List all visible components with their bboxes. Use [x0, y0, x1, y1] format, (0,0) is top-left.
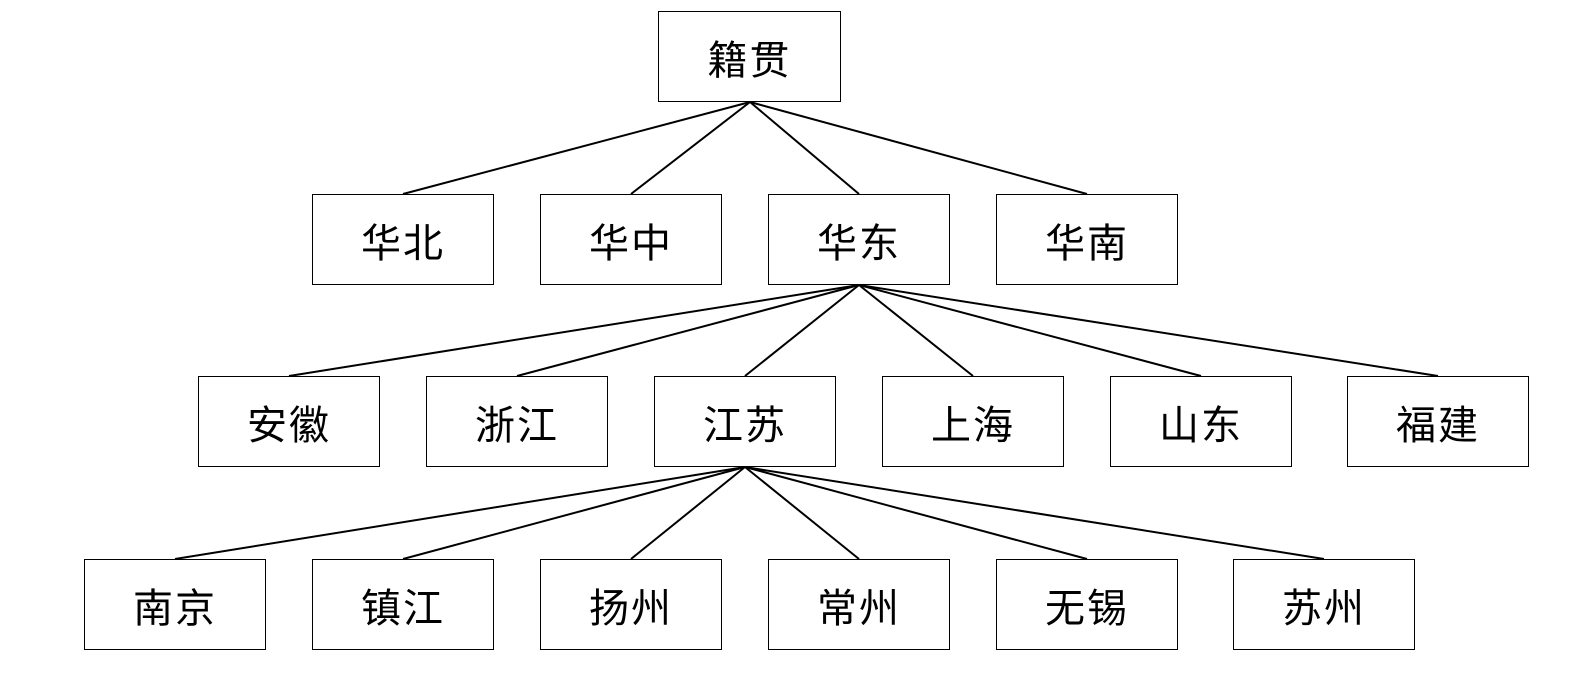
edge-jiangsu-wuxi [744, 466, 1088, 560]
node-province-zhejiang: 浙江 [426, 376, 608, 467]
node-city-wuxi: 无锡 [996, 559, 1178, 650]
edge-jiangsu-nanjing [174, 466, 746, 560]
node-province-fujian: 福建 [1347, 376, 1529, 467]
edge-huadong-zhejiang [516, 284, 860, 377]
edge-root-huabei [402, 101, 751, 195]
edge-root-huadong [749, 101, 860, 195]
node-city-yangzhou: 扬州 [540, 559, 722, 650]
node-city-zhenjiang: 镇江 [312, 559, 494, 650]
node-region-huazhong: 华中 [540, 194, 722, 285]
node-province-shandong: 山东 [1110, 376, 1292, 467]
edge-jiangsu-yangzhou [630, 466, 746, 560]
edge-huadong-shandong [858, 284, 1202, 377]
edge-jiangsu-changzhou [744, 466, 860, 560]
node-region-huanan: 华南 [996, 194, 1178, 285]
edge-jiangsu-suzhou [744, 466, 1325, 560]
node-province-anhui: 安徽 [198, 376, 380, 467]
edge-jiangsu-zhenjiang [402, 466, 746, 560]
node-city-changzhou: 常州 [768, 559, 950, 650]
edge-root-huazhong [630, 101, 751, 195]
edge-huadong-anhui [288, 284, 860, 377]
node-province-jiangsu: 江苏 [654, 376, 836, 467]
node-city-nanjing: 南京 [84, 559, 266, 650]
node-root-jiguan: 籍贯 [658, 11, 841, 102]
edge-huadong-shanghai [858, 284, 974, 377]
edge-huadong-jiangsu [744, 284, 860, 377]
node-city-suzhou: 苏州 [1233, 559, 1415, 650]
edge-huadong-fujian [858, 284, 1439, 377]
node-region-huadong: 华东 [768, 194, 950, 285]
node-region-huabei: 华北 [312, 194, 494, 285]
edge-root-huanan [749, 101, 1088, 195]
node-province-shanghai: 上海 [882, 376, 1064, 467]
